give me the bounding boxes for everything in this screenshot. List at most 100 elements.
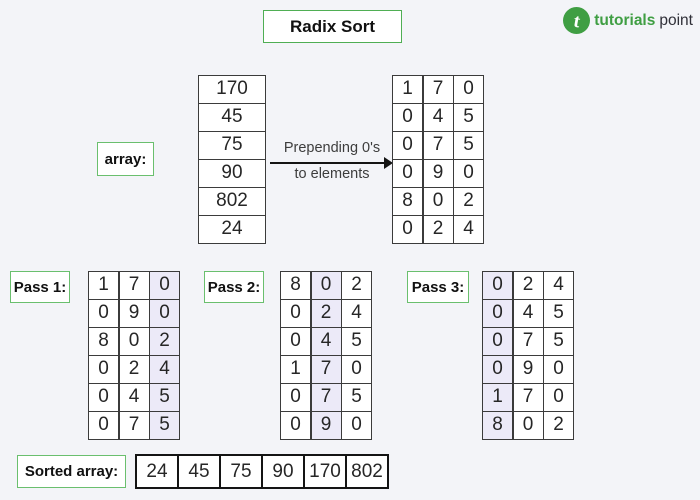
digit-cell: 0: [281, 328, 310, 355]
digit-cell: 7: [311, 356, 341, 383]
arrow-caption-line1: Prepending 0's: [283, 140, 381, 156]
digit-cell: 4: [513, 300, 543, 327]
right-arrow: [270, 162, 386, 165]
digit-cell: 0: [483, 272, 512, 299]
page-title: Radix Sort: [289, 16, 376, 36]
digit-cell: 2: [342, 272, 371, 299]
digit-cell: 4: [454, 216, 483, 243]
array-value-cell: 75: [199, 132, 265, 159]
digit-cell: 0: [281, 300, 310, 327]
digit-cell: 0: [342, 356, 371, 383]
digit-cell: 2: [119, 356, 149, 383]
digit-cell: 2: [311, 300, 341, 327]
pass-1-label: Pass 1:: [10, 271, 70, 303]
right-arrow-head: [384, 157, 393, 169]
pass-3-label-text: Pass 3:: [411, 278, 465, 296]
digit-cell: 4: [119, 384, 149, 411]
array-value-cell: 24: [199, 216, 265, 243]
digit-cell: 8: [393, 188, 422, 215]
digit-cell: 0: [311, 272, 341, 299]
digit-cell: 4: [311, 328, 341, 355]
digit-cell: 0: [89, 300, 118, 327]
digit-cell: 1: [393, 76, 422, 103]
digit-cell: 1: [281, 356, 310, 383]
array-label: array:: [97, 142, 154, 176]
digit-cell: 7: [513, 328, 543, 355]
digit-cell: 7: [513, 384, 543, 411]
digit-cell: 0: [342, 412, 371, 439]
digit-cell: 4: [544, 272, 573, 299]
digit-cell: 5: [544, 300, 573, 327]
sorted-value-cell: 24: [137, 456, 177, 487]
digit-cell: 0: [119, 328, 149, 355]
sorted-value-cell: 75: [221, 456, 261, 487]
digit-cell: 7: [423, 76, 453, 103]
digit-cell: 2: [544, 412, 573, 439]
digit-cell: 0: [89, 384, 118, 411]
digit-cell: 9: [513, 356, 543, 383]
digit-cell: 0: [454, 76, 483, 103]
pass-1-label-text: Pass 1:: [13, 278, 67, 296]
array-value-cell: 45: [199, 104, 265, 131]
digit-cell: 2: [423, 216, 453, 243]
digit-cell: 0: [89, 356, 118, 383]
digit-cell: 0: [423, 188, 453, 215]
digit-cell: 4: [342, 300, 371, 327]
logo-text-point: point: [659, 11, 693, 29]
array-value-cell: 170: [199, 76, 265, 103]
digit-cell: 2: [454, 188, 483, 215]
tutorialspoint-torch-icon: t: [563, 7, 591, 34]
digit-cell: 0: [393, 160, 422, 187]
digit-cell: 2: [513, 272, 543, 299]
digit-cell: 1: [483, 384, 512, 411]
digit-cell: 5: [150, 412, 179, 439]
digit-cell: 0: [150, 300, 179, 327]
digit-cell: 1: [89, 272, 118, 299]
arrow-caption-line2: to elements: [294, 166, 370, 182]
digit-cell: 0: [483, 328, 512, 355]
digit-cell: 5: [150, 384, 179, 411]
sorted-value-cell: 802: [347, 456, 387, 487]
digit-cell: 9: [423, 160, 453, 187]
digit-cell: 8: [281, 272, 310, 299]
pass-2-label: Pass 2:: [204, 271, 264, 303]
digit-cell: 0: [544, 384, 573, 411]
digit-cell: 9: [311, 412, 341, 439]
digit-cell: 0: [393, 132, 422, 159]
digit-cell: 5: [454, 104, 483, 131]
digit-cell: 8: [89, 328, 118, 355]
array-value-cell: 90: [199, 160, 265, 187]
digit-cell: 7: [119, 272, 149, 299]
digit-cell: 0: [483, 300, 512, 327]
digit-cell: 7: [423, 132, 453, 159]
digit-cell: 0: [393, 216, 422, 243]
digit-cell: 5: [454, 132, 483, 159]
digit-cell: 9: [119, 300, 149, 327]
digit-cell: 2: [150, 328, 179, 355]
sorted-value-cell: 170: [305, 456, 345, 487]
digit-cell: 5: [544, 328, 573, 355]
digit-cell: 4: [423, 104, 453, 131]
array-label-text: array:: [104, 150, 147, 168]
digit-cell: 5: [342, 384, 371, 411]
digit-cell: 0: [393, 104, 422, 131]
digit-cell: 7: [119, 412, 149, 439]
digit-cell: 0: [483, 356, 512, 383]
sorted-array-label: Sorted array:: [17, 455, 126, 488]
digit-cell: 0: [544, 356, 573, 383]
digit-cell: 0: [150, 272, 179, 299]
sorted-array-label-text: Sorted array:: [24, 463, 119, 480]
pass-3-label: Pass 3:: [407, 271, 469, 303]
digit-cell: 0: [454, 160, 483, 187]
digit-cell: 0: [513, 412, 543, 439]
digit-cell: 0: [281, 384, 310, 411]
digit-cell: 8: [483, 412, 512, 439]
svg-text:t: t: [572, 11, 583, 33]
